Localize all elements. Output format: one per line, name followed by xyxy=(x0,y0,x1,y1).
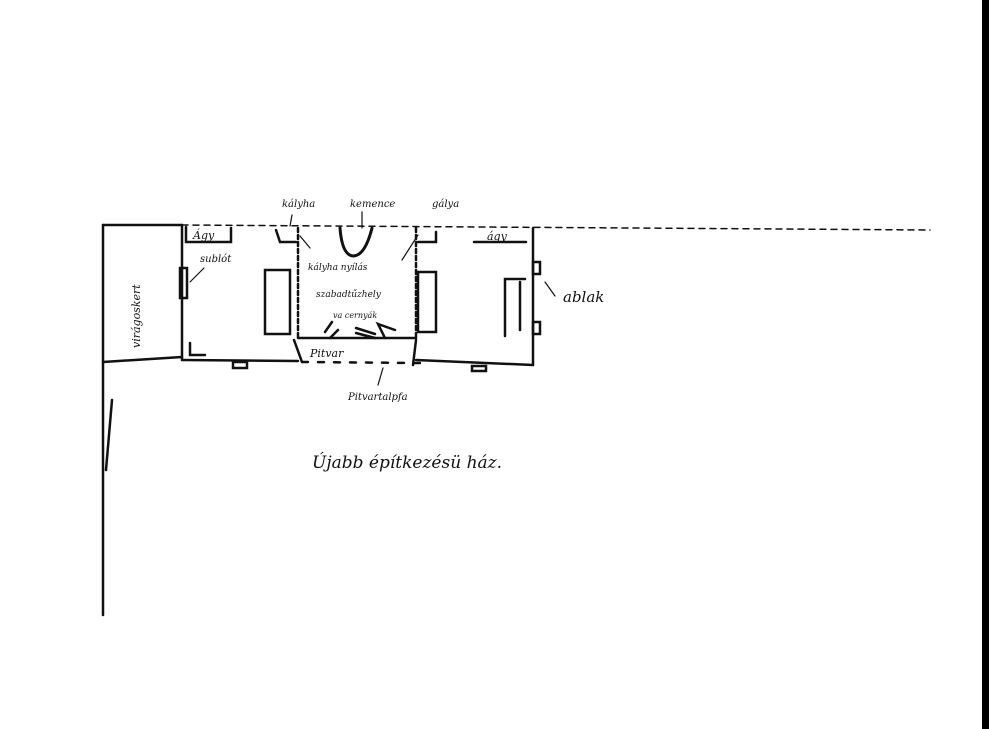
label-kalyha-nyilas: kályha nyílás xyxy=(308,262,368,273)
label-top-right: gálya xyxy=(432,199,459,210)
label-pitvar: Pitvar xyxy=(309,347,344,360)
label-pitvartalpfa: Pitvartalpfa xyxy=(347,392,408,403)
label-arrows xyxy=(189,211,556,386)
right-room xyxy=(414,226,542,373)
label-vaczanyak: va cernyák xyxy=(333,311,377,320)
plan-title: Újabb építkezésü ház. xyxy=(312,452,502,473)
left-room xyxy=(178,223,300,370)
label-sublot: sublót xyxy=(200,254,232,265)
scan-edge xyxy=(982,0,989,729)
label-kemence: kemence xyxy=(350,199,395,210)
label-viragoskert: virágoskert xyxy=(130,284,143,348)
label-ablak: ablak xyxy=(563,288,604,306)
kitchen xyxy=(292,226,422,367)
label-agy-left: Ágy xyxy=(192,228,215,242)
street-line xyxy=(181,224,931,231)
label-kalyha: kályha xyxy=(282,199,315,210)
label-agy-right: ágy xyxy=(487,230,508,243)
label-szabadtuzhely: szabadtűzhely xyxy=(316,289,382,300)
